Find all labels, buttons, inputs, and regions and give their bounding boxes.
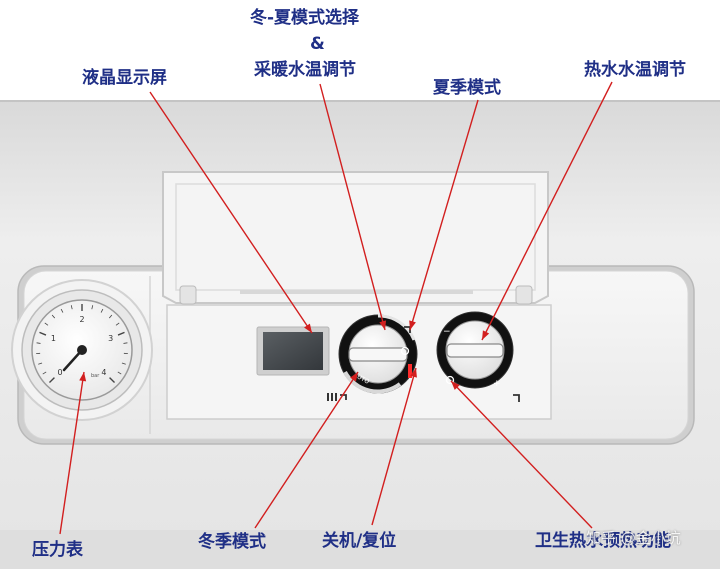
gauge-tick [36,342,41,344]
label-pressure-gauge: 压力表 [32,540,83,560]
arrow-lcd [149,91,313,334]
label-mode-select-line2: & [310,34,325,54]
leader-arrows [59,81,613,535]
arrow-lcd-head [304,323,312,333]
arrow-off-reset-head [410,368,417,378]
knob-grip-right[interactable] [446,343,504,358]
gauge-tick [60,308,64,313]
gauge-tick [91,305,94,310]
arrow-preheat-head [451,381,460,390]
label-mode-select-line1: 冬-夏模式选择 [250,8,360,28]
gauge-tick [70,305,73,310]
arrow-mode-select [319,83,386,331]
tap-icon-right [513,394,520,402]
arrow-summer-head [409,320,416,330]
gauge-label: 3 [108,334,113,343]
mode-heating-knob[interactable]: AUTO [338,314,418,394]
gauge-tick [117,331,125,336]
gauge-tick [121,362,126,365]
arrow-hot-water-head [482,330,490,340]
gauge-tick [108,314,113,319]
hot-water-knob[interactable]: − + [436,311,514,389]
gauge-label: 2 [79,315,84,324]
gauge-tick [51,314,56,319]
gauge-tick [48,377,55,384]
gauge-hub [77,345,87,355]
gauge-ticks [36,304,128,384]
arrow-mode-select-head [379,320,387,330]
gauge-label: 4 [101,368,106,377]
arrow-winter-head [350,372,358,382]
svg-text:−: − [443,327,451,337]
gauge-tick [39,331,47,336]
gauge-tick [38,362,43,365]
arrow-pressure-head [79,372,87,382]
cover-hinge-right [515,285,533,305]
gauge-tick [42,371,47,375]
arrow-summer [409,99,479,331]
label-summer-mode: 夏季模式 [433,78,501,98]
gauge-tick [115,322,120,326]
arrow-off-reset [371,367,417,526]
label-mode-select-line3: 采暖水温调节 [254,60,356,80]
label-preheat: 卫生热水预热功能 [535,531,671,551]
label-hot-water-temp: 热水水温调节 [584,60,686,80]
label-off-reset: 关机/复位 [322,531,397,551]
flip-cover[interactable] [162,171,549,304]
label-winter-mode: 冬季模式 [198,532,266,552]
gauge-label: 0 [58,368,63,377]
label-lcd-display: 液晶显示屏 [82,68,167,88]
gauge-tick [117,371,122,375]
lcd-screen [263,332,323,370]
gauge-tick [123,342,128,344]
svg-text:+: + [493,379,501,389]
arrow-preheat [450,380,593,529]
gauge-tick [44,322,49,326]
gauge-labels: 0 1 2 3 4 [51,315,113,377]
arrow-hot-water [481,81,613,341]
knob-grip[interactable] [348,347,408,362]
arrow-pressure [59,371,85,535]
gauge-tick [100,308,104,313]
arrow-winter [254,371,359,529]
cover-hinge-left [179,285,197,305]
gauge-tick [109,377,116,384]
gauge-label: 1 [51,334,56,343]
gauge-unit: bar [91,373,100,379]
watermark: 知乎 @金小坑 [586,529,681,547]
